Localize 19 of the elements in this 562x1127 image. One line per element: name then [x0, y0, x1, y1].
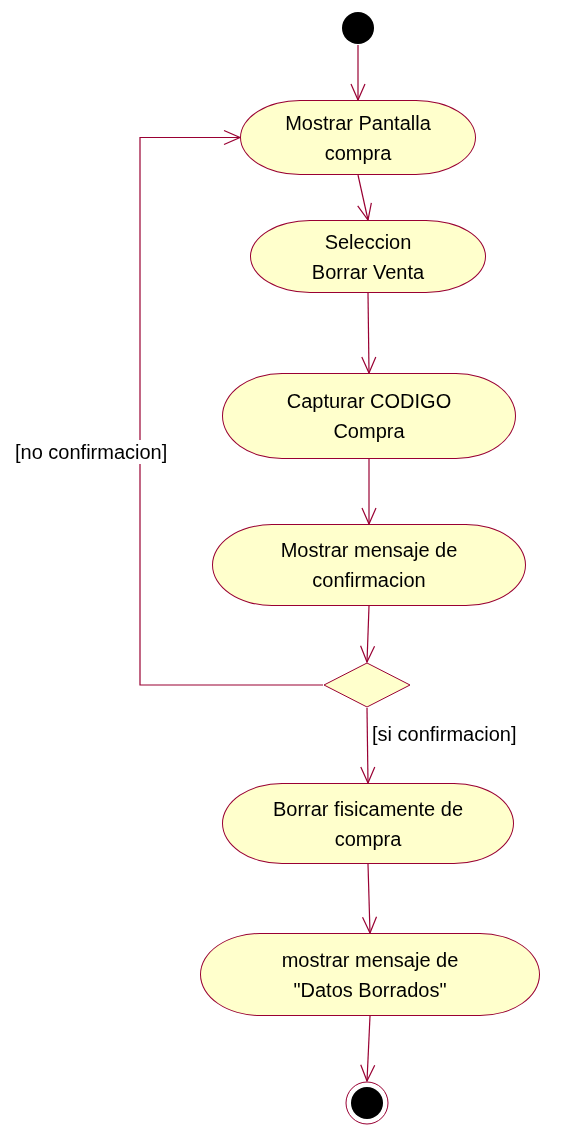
arrow [361, 292, 377, 374]
arrow [360, 707, 376, 784]
action-label: Borrar fisicamente de compra [271, 796, 465, 852]
action-label: Capturar CODIGO Compra [285, 389, 453, 444]
guard-label: [no confirmacion] [15, 440, 168, 464]
action-label: Mostrar mensaje de confirmacion [279, 538, 459, 593]
arrow [139, 129, 324, 686]
action-label: Mostrar Pantalla compra [284, 110, 432, 166]
arrow [361, 458, 377, 525]
arrow [360, 605, 376, 663]
arrow [360, 1015, 376, 1082]
action-label: mostrar mensaje de "Datos Borrados" [280, 947, 460, 1003]
arrow [361, 863, 378, 934]
arrow [350, 44, 366, 101]
initial-node [341, 11, 375, 45]
decision-diamond [323, 662, 411, 708]
final-node [345, 1081, 389, 1125]
arrow [357, 174, 372, 221]
action-label: Seleccion Borrar Venta [310, 229, 426, 285]
